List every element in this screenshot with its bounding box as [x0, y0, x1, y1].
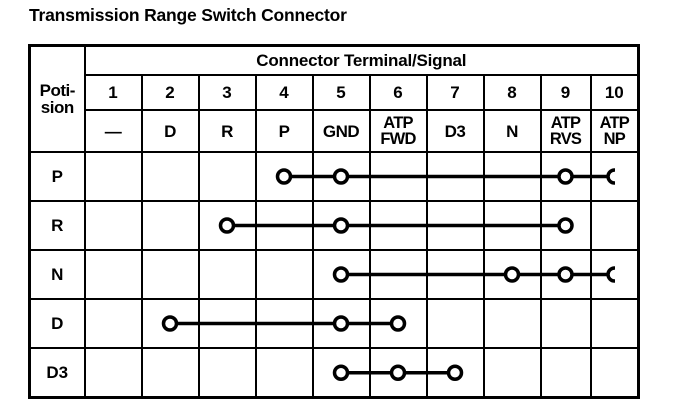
cell-d-2 — [140, 298, 200, 349]
signal-name-6-line1: ATP — [383, 113, 413, 132]
signal-name-10: ATP NP — [589, 109, 640, 153]
cell-n-8 — [482, 249, 542, 300]
cell-r-8 — [482, 200, 542, 251]
cell-p-1 — [83, 151, 143, 202]
terminal-number-3: 3 — [197, 74, 257, 111]
cell-p-3 — [197, 151, 257, 202]
terminal-number-5: 5 — [311, 74, 371, 111]
page-title: Transmission Range Switch Connector — [29, 5, 347, 25]
signal-name-10-line2: NP — [603, 130, 626, 148]
position-label-n: N — [28, 249, 86, 300]
position-header-line1: Poti- — [39, 81, 76, 100]
cell-d-3 — [197, 298, 257, 349]
cell-d-5 — [311, 298, 371, 349]
cell-d3-5 — [311, 347, 371, 399]
position-label-d3: D3 — [28, 347, 86, 399]
cell-d-10 — [589, 298, 640, 349]
terminal-number-4: 4 — [254, 74, 314, 111]
signal-name-8: N — [482, 109, 542, 153]
table-row: D3 — [28, 347, 640, 399]
terminal-number-8: 8 — [482, 74, 542, 111]
cell-r-7 — [425, 200, 485, 251]
cell-r-1 — [83, 200, 143, 251]
cell-r-9 — [539, 200, 592, 251]
cell-p-8 — [482, 151, 542, 202]
signal-name-4: P — [254, 109, 314, 153]
terminal-number-9: 9 — [539, 74, 592, 111]
terminal-number-2: 2 — [140, 74, 200, 111]
cell-n-6 — [368, 249, 428, 300]
cell-d3-2 — [140, 347, 200, 399]
cell-d3-7 — [425, 347, 485, 399]
signal-name-9-line1: ATP — [550, 113, 581, 132]
cell-d-1 — [83, 298, 143, 349]
cell-p-7 — [425, 151, 485, 202]
table-row: D — [28, 298, 640, 349]
signal-name-5: GND — [311, 109, 371, 153]
cell-d3-4 — [254, 347, 314, 399]
cell-r-2 — [140, 200, 200, 251]
continuity-matrix: Poti- sion Connector Terminal/Signal 1 2… — [28, 44, 641, 399]
cell-n-1 — [83, 249, 143, 300]
table-body: P R — [28, 151, 640, 399]
connector-terminal-signal-header: Connector Terminal/Signal — [83, 44, 640, 76]
cell-n-7 — [425, 249, 485, 300]
table-row: N — [28, 249, 640, 300]
cell-d3-3 — [197, 347, 257, 399]
cell-r-10 — [589, 200, 640, 251]
cell-p-10 — [589, 151, 640, 202]
table-header-row-span: Poti- sion Connector Terminal/Signal — [28, 44, 640, 153]
cell-p-9 — [539, 151, 592, 202]
cell-d-6 — [368, 298, 428, 349]
cell-d3-9 — [539, 347, 592, 399]
cell-n-5 — [311, 249, 371, 300]
cell-p-6 — [368, 151, 428, 202]
signal-name-9-line2: RVS — [549, 130, 582, 148]
cell-r-5 — [311, 200, 371, 251]
signal-name-3: R — [197, 109, 257, 153]
signal-name-2: D — [140, 109, 200, 153]
cell-n-4 — [254, 249, 314, 300]
terminal-signal-table: Poti- sion Connector Terminal/Signal 1 2… — [28, 44, 641, 399]
cell-d3-8 — [482, 347, 542, 399]
cell-r-4 — [254, 200, 314, 251]
position-header: Poti- sion — [28, 44, 86, 153]
signal-name-10-line1: ATP — [599, 113, 630, 132]
terminal-number-1: 1 — [83, 74, 143, 111]
terminal-number-6: 6 — [368, 74, 428, 111]
signal-name-1: — — [83, 109, 143, 153]
cell-d3-10 — [589, 347, 640, 399]
position-label-d: D — [28, 298, 86, 349]
cell-r-3 — [197, 200, 257, 251]
terminal-number-7: 7 — [425, 74, 485, 111]
cell-p-4 — [254, 151, 314, 202]
table-row: P — [28, 151, 640, 202]
signal-name-6-line2: FWD — [380, 130, 416, 148]
cell-d3-1 — [83, 347, 143, 399]
table-row: R — [28, 200, 640, 251]
cell-d-4 — [254, 298, 314, 349]
cell-d-7 — [425, 298, 485, 349]
cell-r-6 — [368, 200, 428, 251]
cell-n-3 — [197, 249, 257, 300]
cell-n-9 — [539, 249, 592, 300]
cell-n-2 — [140, 249, 200, 300]
cell-d-8 — [482, 298, 542, 349]
terminal-number-10: 10 — [589, 74, 640, 111]
signal-name-9: ATP RVS — [539, 109, 592, 153]
position-header-line2: sion — [40, 98, 74, 117]
position-label-p: P — [28, 151, 86, 202]
position-label-r: R — [28, 200, 86, 251]
signal-name-6: ATP FWD — [368, 109, 428, 153]
cell-d-9 — [539, 298, 592, 349]
table-header-row-numbers: 1 2 3 4 5 6 7 8 9 10 — [30, 74, 640, 111]
signal-name-7: D3 — [425, 109, 485, 153]
table-header-row-signals: — D R P GND ATP FWD D3 N ATP RVS ATP NP — [30, 109, 640, 153]
cell-p-2 — [140, 151, 200, 202]
cell-d3-6 — [368, 347, 428, 399]
cell-n-10 — [589, 249, 640, 300]
cell-p-5 — [311, 151, 371, 202]
